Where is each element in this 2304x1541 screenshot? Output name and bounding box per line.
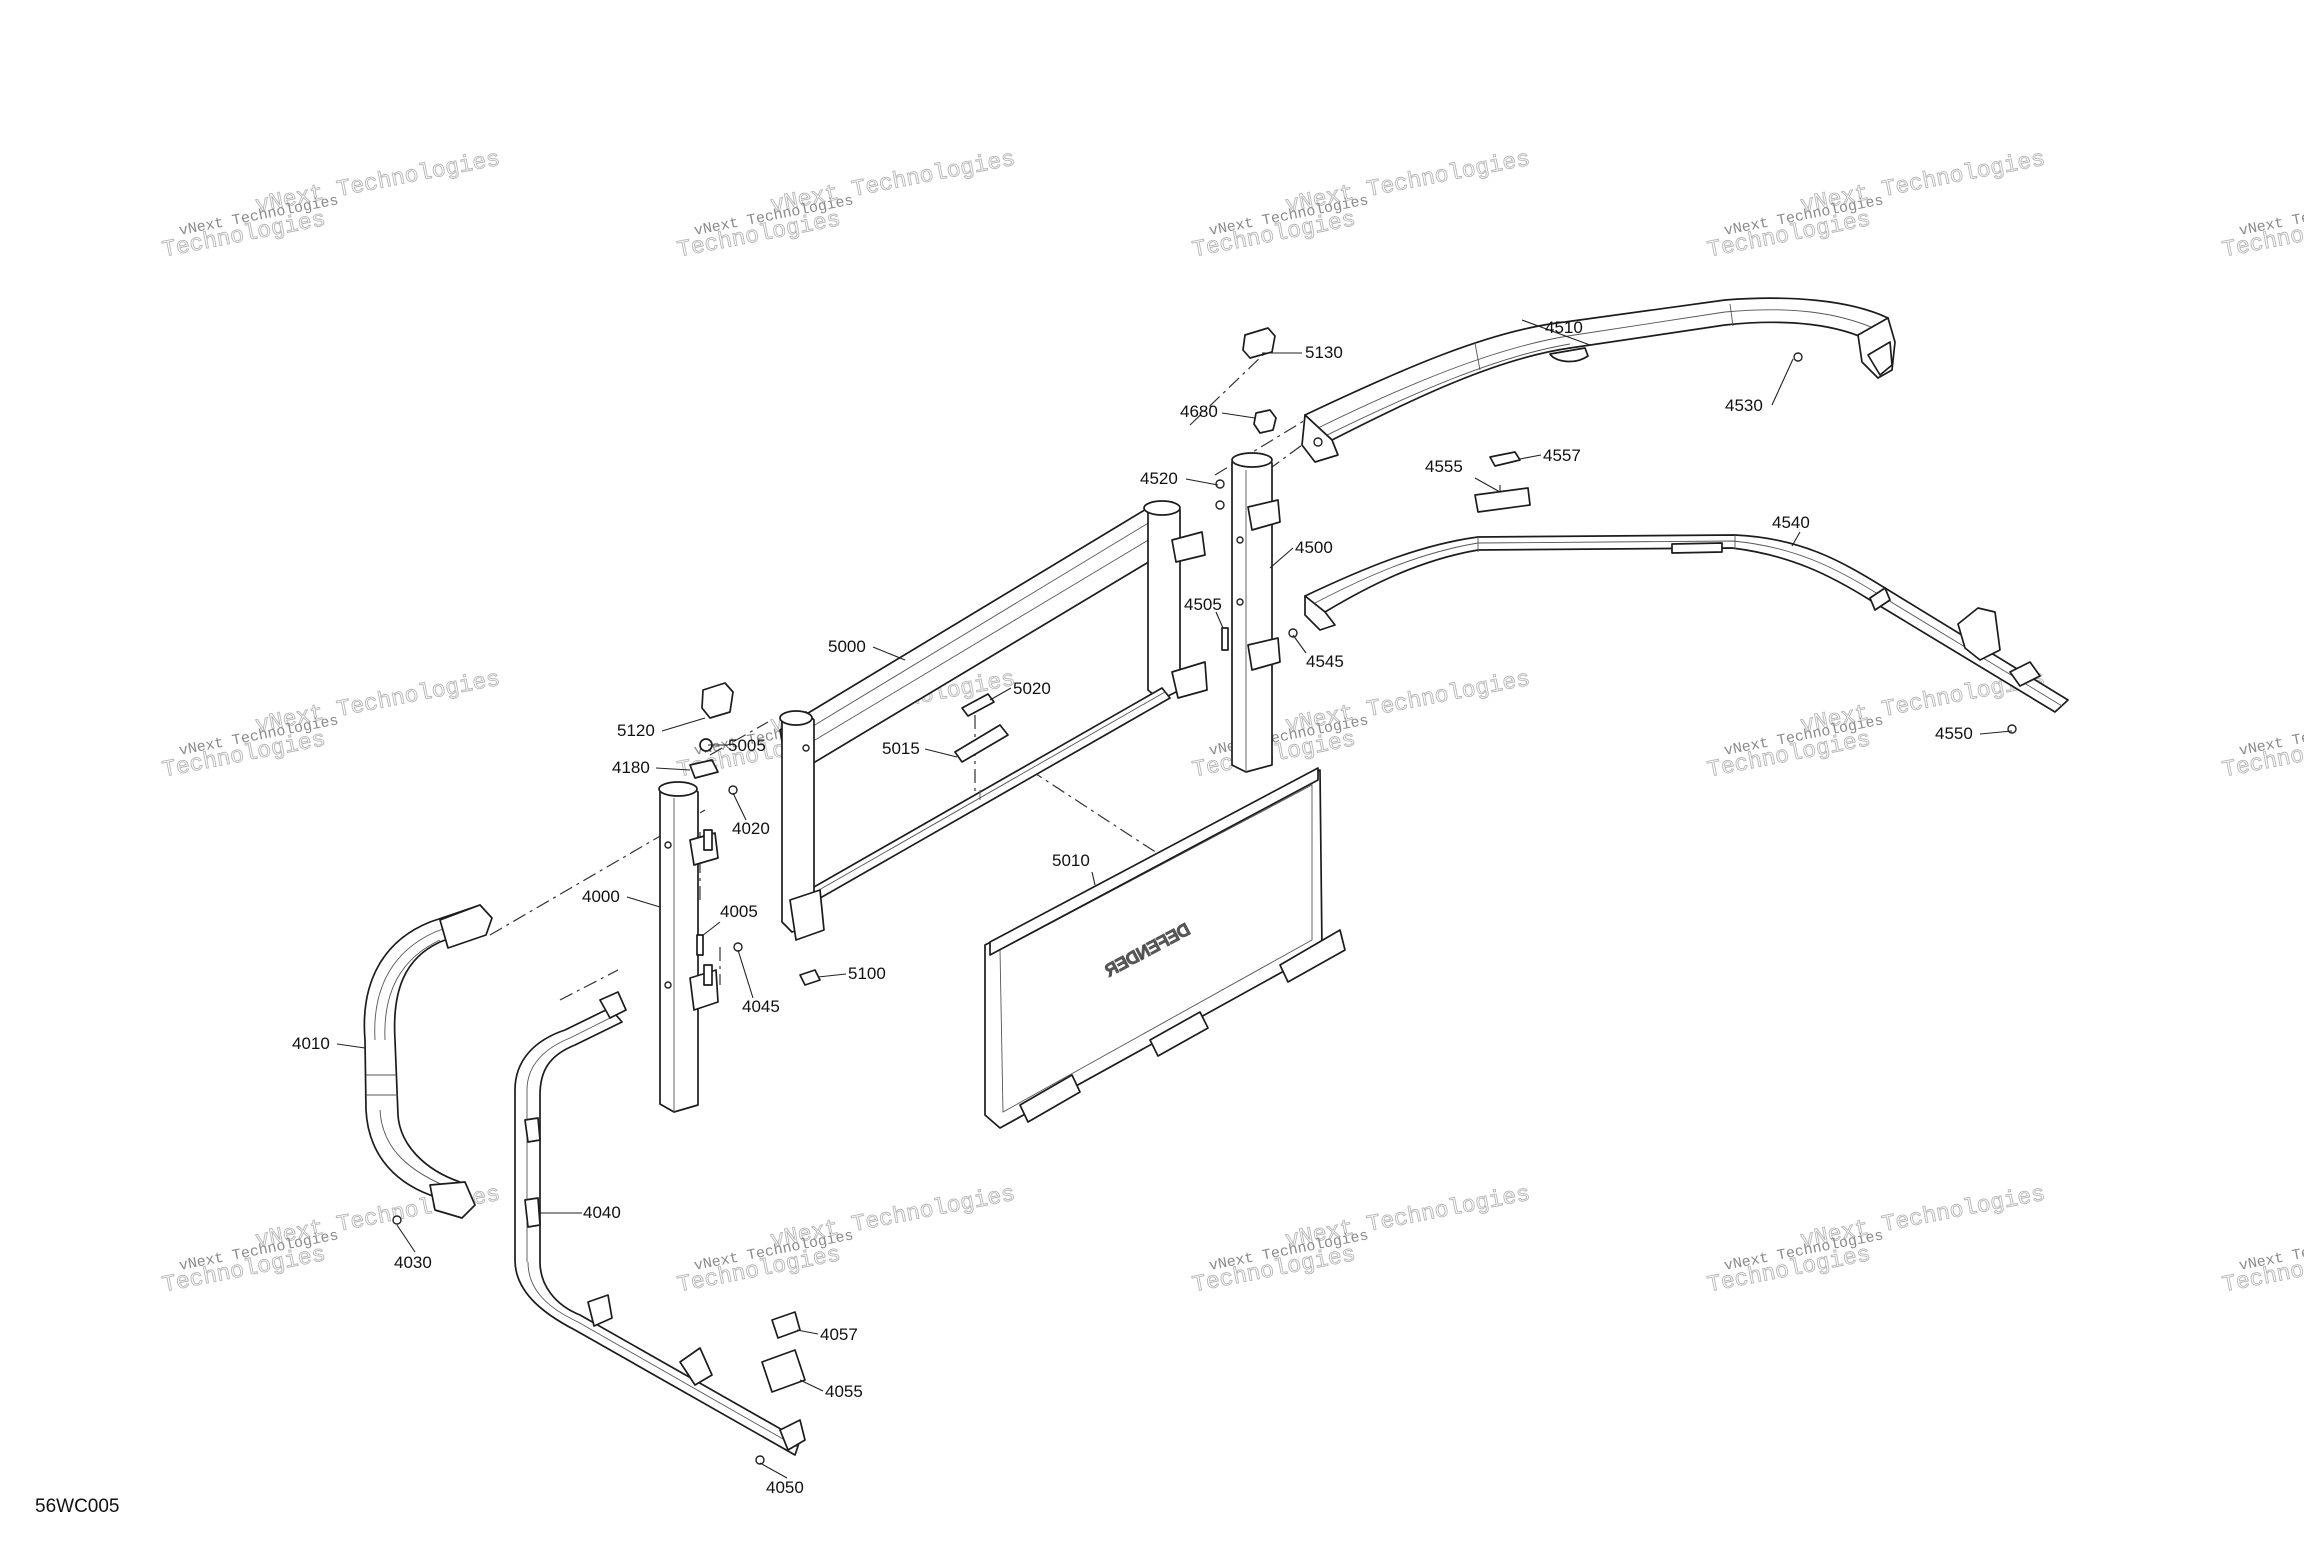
part-label-4505: 4505 <box>1184 595 1222 614</box>
panel-5010: DEFENDER <box>984 767 1346 1129</box>
part-label-5100: 5100 <box>848 964 886 983</box>
leader-4057 <box>796 1329 819 1335</box>
part-label-4010: 4010 <box>292 1034 330 1053</box>
part-label-4500: 4500 <box>1295 538 1333 557</box>
leader-4050 <box>759 1462 788 1479</box>
part-label-4005: 4005 <box>720 902 758 921</box>
leader-4540 <box>1791 531 1801 547</box>
leader-4530 <box>1771 358 1794 406</box>
part-label-4540: 4540 <box>1772 513 1810 532</box>
part-label-4020: 4020 <box>732 819 770 838</box>
leader-4000 <box>626 896 661 908</box>
leader-4510 <box>1521 319 1591 346</box>
part-label-4510: 4510 <box>1545 318 1583 337</box>
part-label-4055: 4055 <box>825 1382 863 1401</box>
rail-4510 <box>1301 297 1896 463</box>
post-4500 <box>1231 452 1281 773</box>
part-label-5130: 5130 <box>1305 343 1343 362</box>
leader-4680 <box>1221 412 1256 419</box>
leader-4010 <box>336 1043 366 1049</box>
leader-4005 <box>701 921 721 937</box>
part-label-5120: 5120 <box>617 721 655 740</box>
leader-4045 <box>737 949 754 999</box>
leader-4500 <box>1269 547 1294 569</box>
rail-4040 <box>514 991 806 1456</box>
leader-4505 <box>1215 611 1224 629</box>
part-label-4040: 4040 <box>583 1203 621 1222</box>
leader-5020 <box>989 687 1012 701</box>
part-label-4550: 4550 <box>1935 724 1973 743</box>
part-label-4000: 4000 <box>582 887 620 906</box>
part-label-4180: 4180 <box>612 758 650 777</box>
leader-5120 <box>661 717 706 732</box>
leader-4020 <box>732 792 747 821</box>
post-4000 <box>658 781 719 1113</box>
leader-lines <box>336 319 2013 1479</box>
rail-4010 <box>363 904 493 1219</box>
part-label-4030: 4030 <box>394 1253 432 1272</box>
part-label-4050: 4050 <box>766 1478 804 1497</box>
leader-5010 <box>1091 871 1096 886</box>
leader-4557 <box>1519 454 1542 460</box>
part-label-4057: 4057 <box>820 1325 858 1344</box>
part-labels: 4510 5130 4680 4530 4520 4557 4555 4540 4500 4505… <box>292 318 1973 1497</box>
gate-frame-5000 <box>779 500 1208 941</box>
leader-4055 <box>799 1379 824 1392</box>
leader-5015 <box>924 748 958 758</box>
part-label-4045: 4045 <box>742 997 780 1016</box>
leader-4555 <box>1474 477 1501 493</box>
leader-5100 <box>817 973 847 978</box>
leader-4520 <box>1185 478 1219 486</box>
diagram-code: 56WC005 <box>35 1496 120 1517</box>
part-label-4557: 4557 <box>1543 446 1581 465</box>
part-label-5000: 5000 <box>828 637 866 656</box>
small-components <box>392 327 2017 1465</box>
part-label-4545: 4545 <box>1306 652 1344 671</box>
rail-4540 <box>1304 534 2069 713</box>
part-label-5015: 5015 <box>882 739 920 758</box>
leader-4550 <box>1979 730 2013 735</box>
part-label-4530: 4530 <box>1725 396 1763 415</box>
leader-5000 <box>872 646 906 661</box>
leader-4030 <box>396 1224 416 1253</box>
leader-4180 <box>655 767 691 771</box>
part-label-5005: 5005 <box>728 736 766 755</box>
part-label-4520: 4520 <box>1140 469 1178 488</box>
part-label-5010: 5010 <box>1052 851 1090 870</box>
part-label-4555: 4555 <box>1425 457 1463 476</box>
leader-4545 <box>1292 634 1307 654</box>
part-label-4680: 4680 <box>1180 402 1218 421</box>
part-label-5020: 5020 <box>1013 679 1051 698</box>
